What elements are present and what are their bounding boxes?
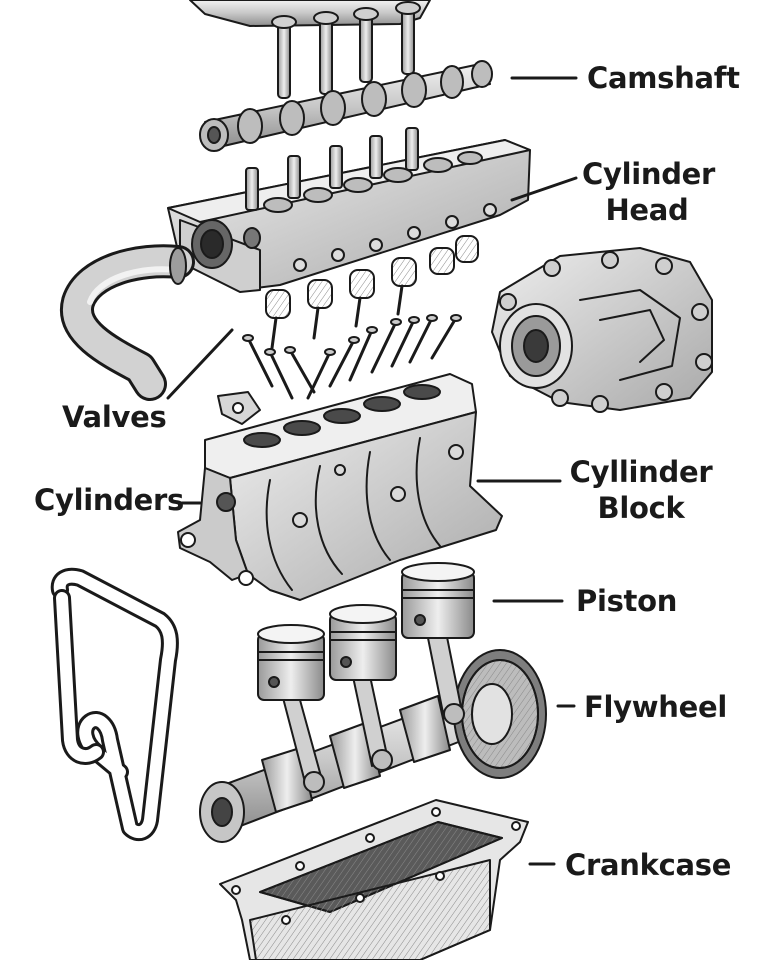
label-crankcase: Crankcase <box>565 847 731 883</box>
flywheel <box>453 649 547 779</box>
label-piston: Piston <box>576 583 677 619</box>
label-cylinder-block-line-1: Cyllinder <box>569 455 713 489</box>
label-crankcase-text: Crankcase <box>565 848 732 882</box>
piston-2 <box>329 604 397 771</box>
label-cylinder-block: Cyllinder Block <box>566 454 716 526</box>
timing-belt <box>50 567 179 842</box>
label-cylinders-text: Cylinders <box>34 483 185 517</box>
label-cylinder-head-line-1: Cylinder <box>582 157 716 191</box>
camshaft <box>199 60 493 152</box>
pistons <box>257 562 475 793</box>
label-flywheel-text: Flywheel <box>584 690 727 724</box>
cylinder-head <box>167 127 531 350</box>
loose-valves <box>246 316 458 400</box>
label-cylinder-head-line-2: Head <box>605 193 689 227</box>
leader-lines <box>166 76 578 866</box>
label-camshaft: Camshaft <box>587 60 740 96</box>
label-camshaft-text: Camshaft <box>587 61 740 95</box>
label-cylinder-block-line-2: Block <box>597 491 685 525</box>
coolant-pipe <box>60 244 195 401</box>
label-valves-text: Valves <box>62 400 167 434</box>
label-piston-text: Piston <box>576 584 678 618</box>
crankcase <box>219 799 529 960</box>
cylinder-block <box>177 373 503 601</box>
label-valves: Valves <box>62 399 167 435</box>
pump-housing <box>491 247 713 413</box>
piston-1 <box>257 624 325 793</box>
label-flywheel: Flywheel <box>584 689 727 725</box>
piston-3 <box>401 562 475 725</box>
label-cylinder-head: Cylinder Head <box>582 156 716 228</box>
top-manifold <box>189 0 431 99</box>
bracket <box>217 391 261 425</box>
label-cylinders: Cylinders <box>34 482 184 518</box>
